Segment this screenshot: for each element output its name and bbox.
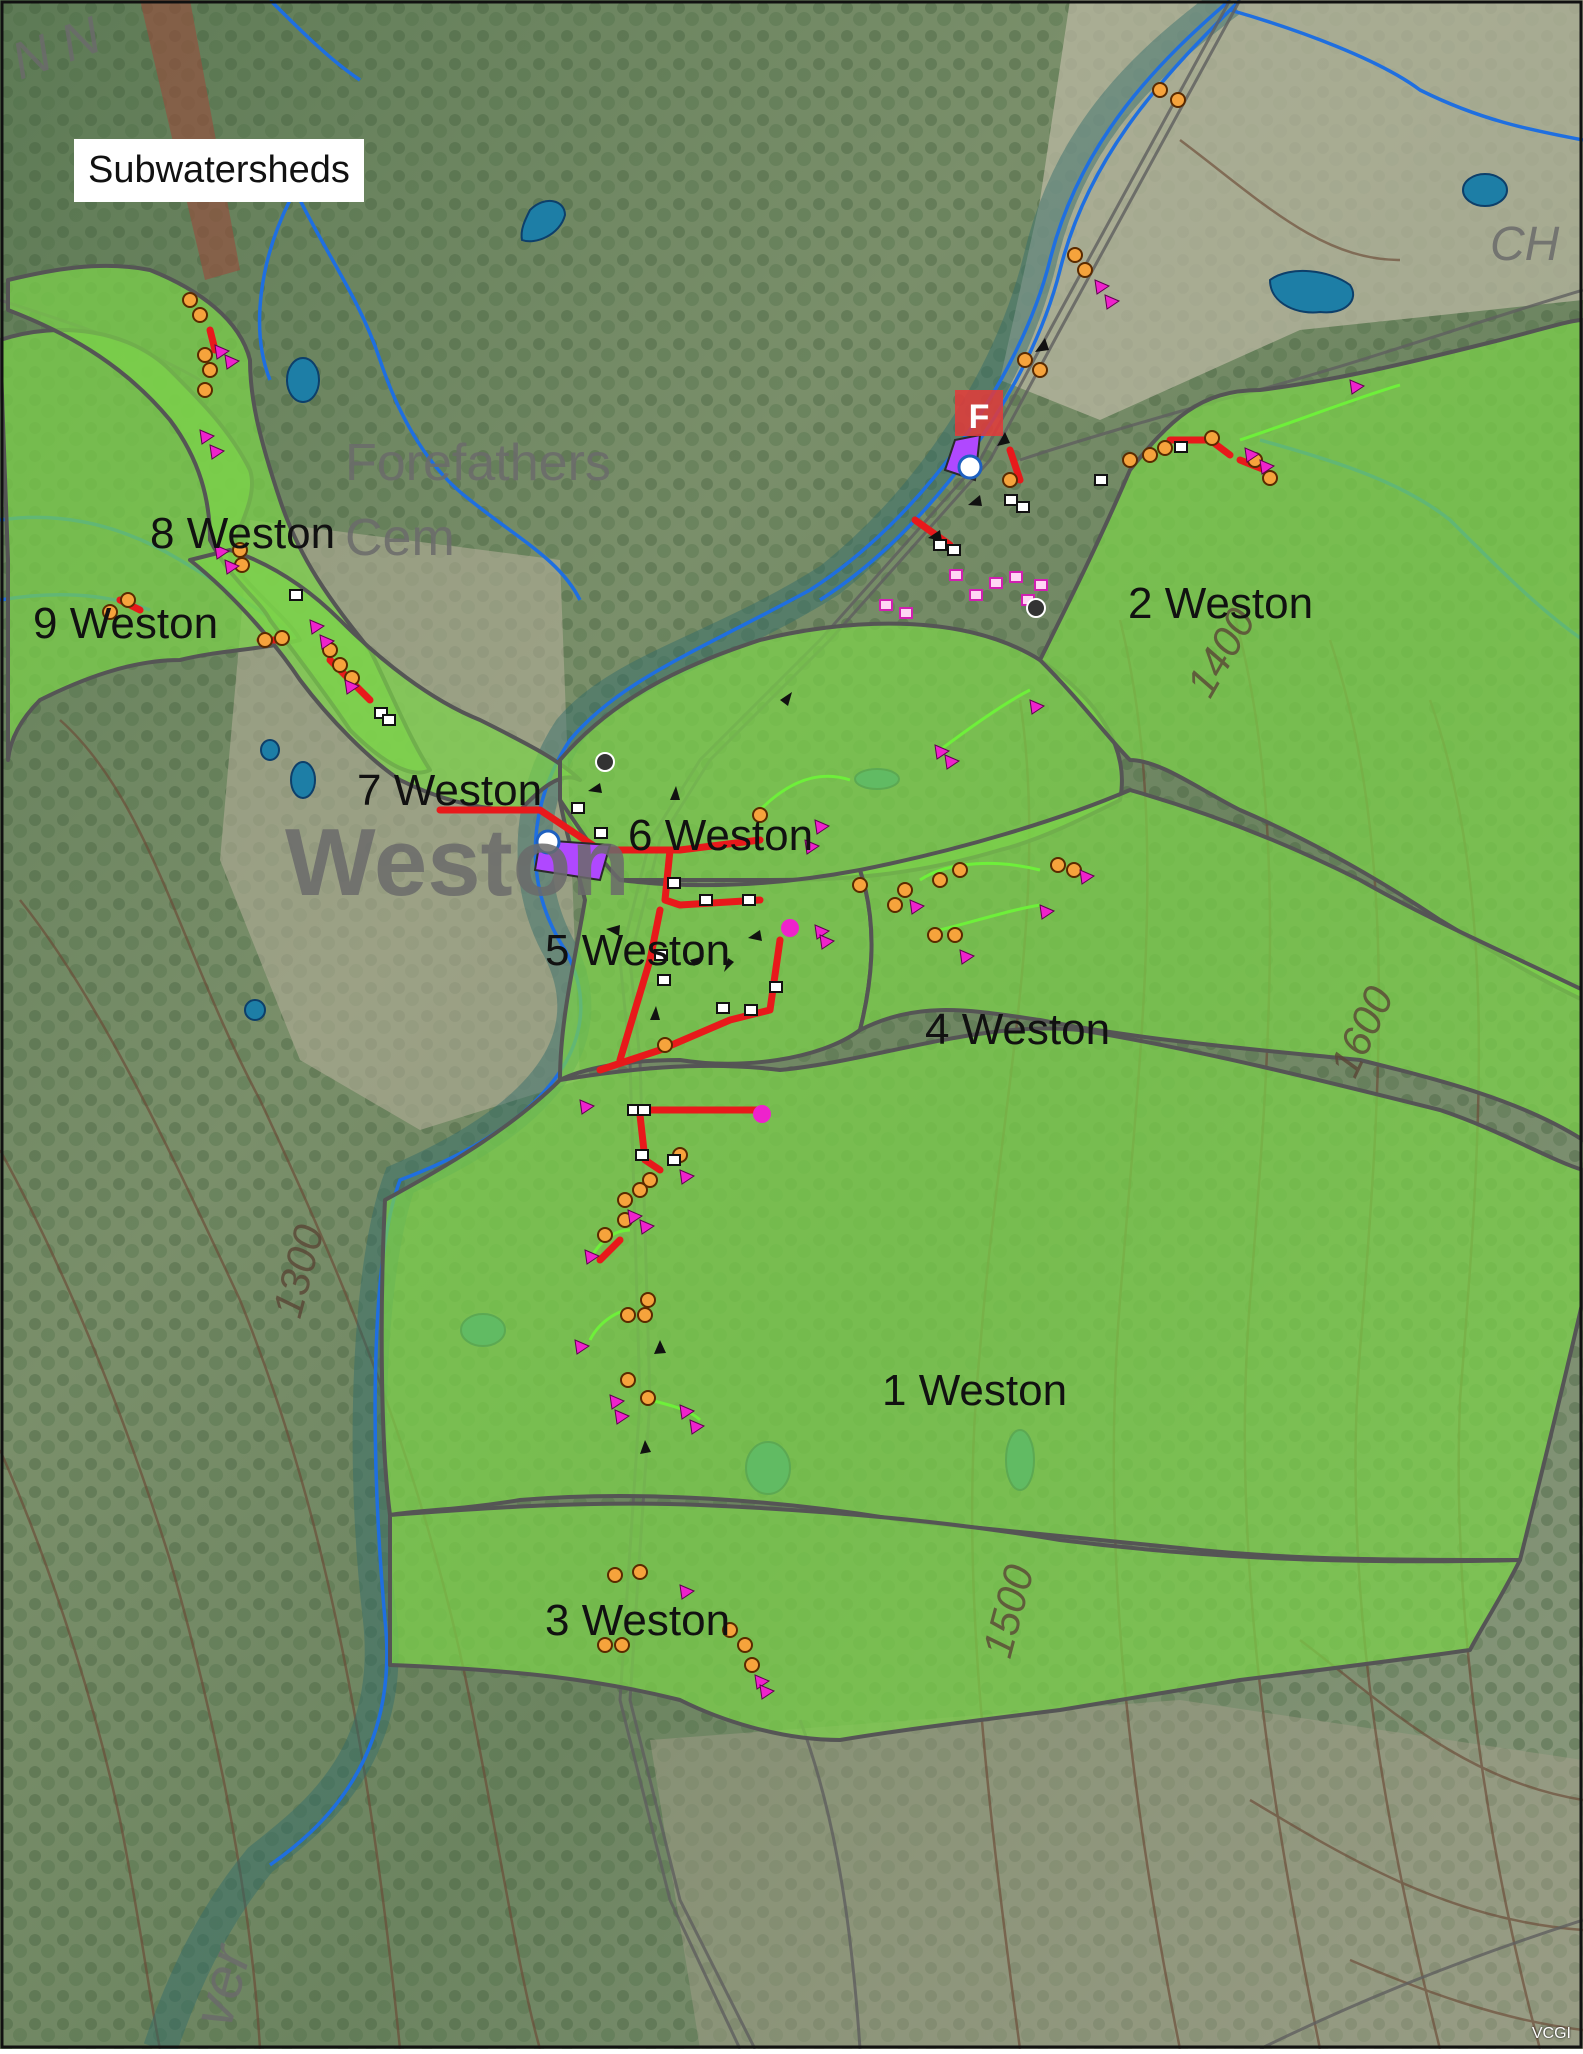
subwatershed-label-3: 3 Weston — [545, 1596, 730, 1645]
catch-basins — [102, 82, 1278, 1673]
ws-3-polygon — [388, 1501, 1522, 1742]
subwatershed-label-4: 4 Weston — [925, 1005, 1110, 1054]
pond-cemetery — [286, 357, 320, 403]
cemetery-label-2: Cem — [345, 509, 455, 567]
pond-north-corner — [1462, 173, 1508, 207]
fire-station-icon: F — [955, 390, 1003, 436]
pond-west — [244, 999, 266, 1021]
subwatershed-label-1: 1 Weston — [882, 1366, 1067, 1415]
subwatershed-label-7: 7 Weston — [357, 766, 542, 815]
ws-2-polygon — [1038, 318, 1583, 1002]
treatment-icon — [535, 454, 983, 855]
pond-village-1 — [290, 761, 316, 799]
swales — [588, 383, 1401, 1422]
ws-7-polygon — [188, 548, 582, 812]
flow-arrow-icons — [588, 338, 1049, 1454]
map-title: Subwatersheds — [74, 139, 364, 202]
svg-text:F: F — [969, 398, 990, 436]
ws-1-polygon — [379, 1026, 1583, 1562]
culvert-markers — [289, 441, 1188, 1166]
subwatershed-label-2: 2 Weston — [1128, 579, 1313, 628]
data-credit: VCGI — [1531, 2025, 1571, 2042]
cemetery-label-1: Forefathers — [345, 434, 611, 492]
subwatershed-label-9: 9 Weston — [33, 599, 218, 648]
corner-label: CH — [1490, 218, 1560, 271]
open-field-south — [650, 1700, 1583, 2049]
pond-northeast — [1268, 269, 1355, 314]
subwatershed-label-6: 6 Weston — [628, 811, 813, 860]
ws-4-polygon — [858, 788, 1583, 1142]
town-label: Weston — [285, 809, 630, 916]
pond-top — [520, 200, 567, 243]
subwatershed-label-5: 5 Weston — [545, 926, 730, 975]
info-point-icon — [753, 919, 799, 1123]
pond-village-2 — [260, 739, 280, 761]
stormwater-structure-icon — [595, 598, 1046, 772]
subwatershed-label-8: 8 Weston — [150, 509, 335, 558]
outfall-markers — [199, 279, 1366, 1700]
subwatershed-polygons — [0, 263, 1583, 1742]
main-river — [143, 0, 1241, 2054]
